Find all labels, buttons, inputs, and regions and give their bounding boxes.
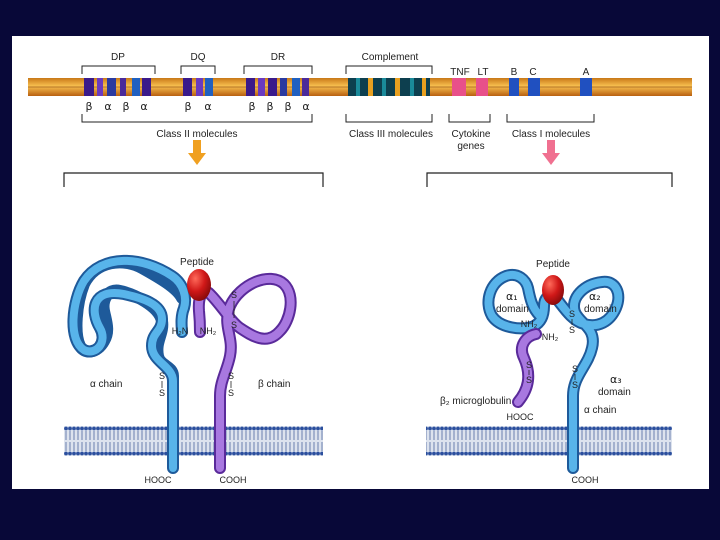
class1-alpha1-label: α₁ [506, 290, 518, 303]
dp-subunit: α [104, 100, 111, 113]
class1-disulfide-s: S [569, 325, 575, 335]
cytokine-label-line2: genes [457, 141, 484, 152]
class2-molecule: Peptide H₂N NH₂ S S S S S S α chain β ch… [67, 254, 297, 485]
class1-disulfide-s: S [572, 364, 578, 374]
class1-alpha3-label: α₃ [610, 373, 622, 386]
class1-frame [426, 172, 673, 187]
complement-gene-bands [348, 78, 430, 96]
c-label: C [529, 67, 536, 78]
class2-membrane [64, 426, 323, 456]
dq-subunit-letters: β α [184, 100, 211, 113]
class2-disulfide-s: S [228, 371, 234, 381]
class1-cooh-label: COOH [572, 475, 599, 485]
dp-subunit-letters: β α β α [85, 100, 147, 113]
class2-cooh-label: COOH [220, 475, 247, 485]
dp-subunit: β [85, 100, 92, 113]
class2-hooc-label: HOOC [145, 475, 173, 485]
figure-panel: DP DQ DR Complement TNF LT B C A β α β α… [12, 36, 709, 489]
complement-label: Complement [362, 52, 419, 63]
class1-arrow-icon [542, 140, 560, 165]
cytokine-label: Cytokine [452, 129, 491, 140]
class2-disulfide-s: S [159, 388, 165, 398]
class1-disulfide-s: S [572, 380, 578, 390]
class1-nh2-label: NH₂ [521, 319, 538, 329]
class-labels: Class II molecules Class III molecules C… [156, 129, 590, 152]
dp-subunit: α [140, 100, 147, 113]
dr-subunit: α [302, 100, 309, 113]
dr-subunit-letters: β β β α [248, 100, 309, 113]
class2-label: Class II molecules [156, 129, 237, 140]
class1-alpha2-domain-label: domain [584, 304, 617, 315]
class1-membrane [426, 426, 672, 456]
class1-peptide-label: Peptide [536, 259, 570, 270]
mhc-diagram: DP DQ DR Complement TNF LT B C A β α β α… [28, 52, 692, 485]
class1-gene-bands [509, 78, 592, 96]
dp-subunit: β [122, 100, 129, 113]
dq-label: DQ [191, 52, 206, 63]
dr-label: DR [271, 52, 285, 63]
b-label: B [511, 67, 518, 78]
tnf-label: TNF [450, 67, 469, 78]
class2-disulfide-s: S [159, 371, 165, 381]
dp-label: DP [111, 52, 125, 63]
class1-disulfide-s: S [526, 375, 532, 385]
class2-beta-chain-label: β chain [258, 379, 290, 390]
dq-subunit: β [184, 100, 191, 113]
class1-alpha1-domain-label: domain [496, 304, 529, 315]
upper-brackets [81, 65, 433, 74]
dr-subunit: β [248, 100, 255, 113]
class1-disulfide-s: S [569, 309, 575, 319]
class1-hooc-label: HOOC [507, 412, 535, 422]
cytokine-gene-bands [452, 78, 488, 96]
dr-subunit: β [266, 100, 273, 113]
class2-disulfide-s: S [228, 388, 234, 398]
class2-frame [63, 172, 324, 187]
lt-label: LT [478, 67, 489, 78]
dq-subunit: α [204, 100, 211, 113]
dq-gene-bands [183, 78, 213, 96]
class2-nh2-label: NH₂ [200, 326, 217, 336]
dr-subunit: β [284, 100, 291, 113]
class1-b2m-label: β₂ microglobulin [440, 396, 511, 407]
class1-peptide-shape [542, 275, 564, 305]
class2-arrow-icon [188, 140, 206, 165]
dp-gene-bands [84, 78, 151, 96]
class2-disulfide-s: S [231, 290, 237, 300]
class1-alpha2-label: α₂ [589, 290, 601, 303]
class1-nh2-label: NH₂ [542, 332, 559, 342]
class1-molecule: Peptide α₁ domain α₂ domain NH₂ NH₂ S S … [440, 259, 631, 485]
class3-label: Class III molecules [349, 129, 433, 140]
class2-peptide-shape [187, 269, 211, 301]
dr-gene-bands [246, 78, 309, 96]
chromosome-map [28, 78, 692, 96]
class1-label: Class I molecules [512, 129, 590, 140]
class2-disulfide-s: S [231, 320, 237, 330]
class2-h2n-label: H₂N [172, 326, 189, 336]
class1-alpha3-domain-label: domain [598, 387, 631, 398]
class2-peptide-label: Peptide [180, 257, 214, 268]
region-labels: DP DQ DR Complement TNF LT B C A [111, 52, 590, 78]
class1-alpha-chain-label: α chain [584, 405, 616, 416]
class1-disulfide-s: S [526, 360, 532, 370]
lower-brackets [81, 114, 595, 123]
a-label: A [583, 67, 590, 78]
class2-alpha-chain-label: α chain [90, 379, 122, 390]
